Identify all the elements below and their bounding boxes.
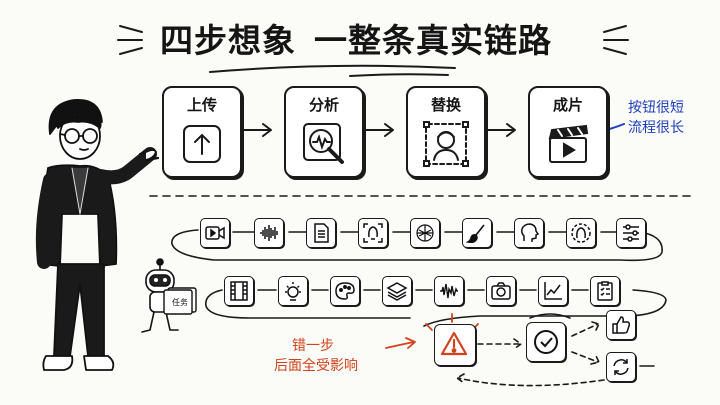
pipeline-node-audio [434, 276, 464, 306]
refresh-icon [613, 359, 629, 375]
task-badge-label: 任务 [172, 298, 188, 307]
layers-icon [386, 282, 408, 301]
line-chart-icon [544, 282, 562, 300]
title-main: 四步想象 [160, 21, 296, 60]
pipeline-node-checklist [590, 276, 620, 306]
checklist-icon [597, 281, 613, 301]
step-replace-label: 替换 [430, 96, 461, 114]
pipeline-node-video [200, 218, 230, 248]
palette-icon [335, 282, 355, 300]
pipeline-node-waveform [254, 218, 284, 248]
step-upload-label: 上传 [186, 96, 217, 114]
pipeline-node-film [224, 276, 254, 306]
thumbs-up-icon [612, 316, 631, 334]
brush-icon [466, 224, 485, 244]
left-arm [35, 173, 57, 269]
face-frame-icon [571, 223, 591, 243]
page-title: 四步想象一整条真实链路 [160, 14, 552, 62]
head-profile-icon [521, 223, 540, 242]
pipeline-node-face-frame [566, 218, 596, 248]
pipeline-node-brush [462, 218, 492, 248]
video-icon [205, 226, 225, 240]
audio-wave-icon [440, 283, 458, 299]
pipeline-path [171, 229, 667, 327]
clapperboard-play-icon [548, 124, 589, 163]
camera-icon [491, 282, 511, 300]
document-icon [314, 223, 329, 243]
pipeline-node-camera [486, 276, 516, 306]
dots-face-icon [416, 224, 434, 242]
pipeline-node-head-profile [514, 218, 544, 248]
pointing-arm [93, 147, 157, 185]
note-one-wrong-step: 错一步 后面全受影响 [274, 336, 358, 376]
pipeline-node-face-scan [358, 218, 388, 248]
film-icon [230, 281, 248, 301]
sliders-icon [623, 224, 639, 242]
step-replace[interactable]: 替换 [406, 86, 486, 178]
person-illustration [35, 99, 160, 371]
title-sub: 一整条真实链路 [314, 21, 552, 60]
success-node [526, 322, 566, 362]
shoes [42, 355, 115, 371]
note-short-button-long-flow: 按钮很短 流程很长 [628, 98, 684, 138]
retry-node [606, 352, 636, 382]
face-scan-icon [363, 223, 383, 243]
checkmark-icon [534, 330, 558, 354]
note-red-line2: 后面全受影响 [274, 358, 358, 374]
outcome-arrows [456, 313, 655, 387]
task-badge: 任务 [160, 286, 200, 316]
pipeline-node-dots-face [410, 218, 440, 248]
warning-icon [440, 331, 468, 356]
glasses-icon [59, 128, 98, 144]
step-analyze-label: 分析 [308, 96, 339, 114]
pants [53, 263, 105, 357]
note-red-line1: 错一步 [292, 338, 334, 354]
note-blue-line1: 按钮很短 [628, 100, 684, 116]
pipeline-node-palette [330, 276, 360, 306]
error-node [434, 324, 476, 366]
step-arrows [239, 123, 516, 137]
red-arrow [385, 337, 416, 349]
sparkle-icon [285, 282, 301, 301]
pipeline-node-sparkle [278, 276, 308, 306]
waveform-icon [260, 225, 278, 241]
step-final-label: 成片 [552, 96, 583, 114]
approve-node [606, 310, 636, 340]
title-emphasis-strokes [117, 25, 629, 77]
upload-icon [183, 125, 221, 163]
step-upload[interactable]: 上传 [162, 86, 242, 178]
face-swap-icon [423, 121, 469, 167]
pipeline-node-chart [538, 276, 568, 306]
magnifier-waveform-icon [303, 123, 344, 164]
pipeline-node-document [306, 218, 336, 248]
pipeline-node-sliders [616, 218, 646, 248]
step-analyze[interactable]: 分析 [284, 86, 364, 178]
step-final[interactable]: 成片 [528, 86, 608, 178]
note-blue-line2: 流程很长 [628, 120, 684, 136]
pipeline-node-layers [382, 276, 412, 306]
